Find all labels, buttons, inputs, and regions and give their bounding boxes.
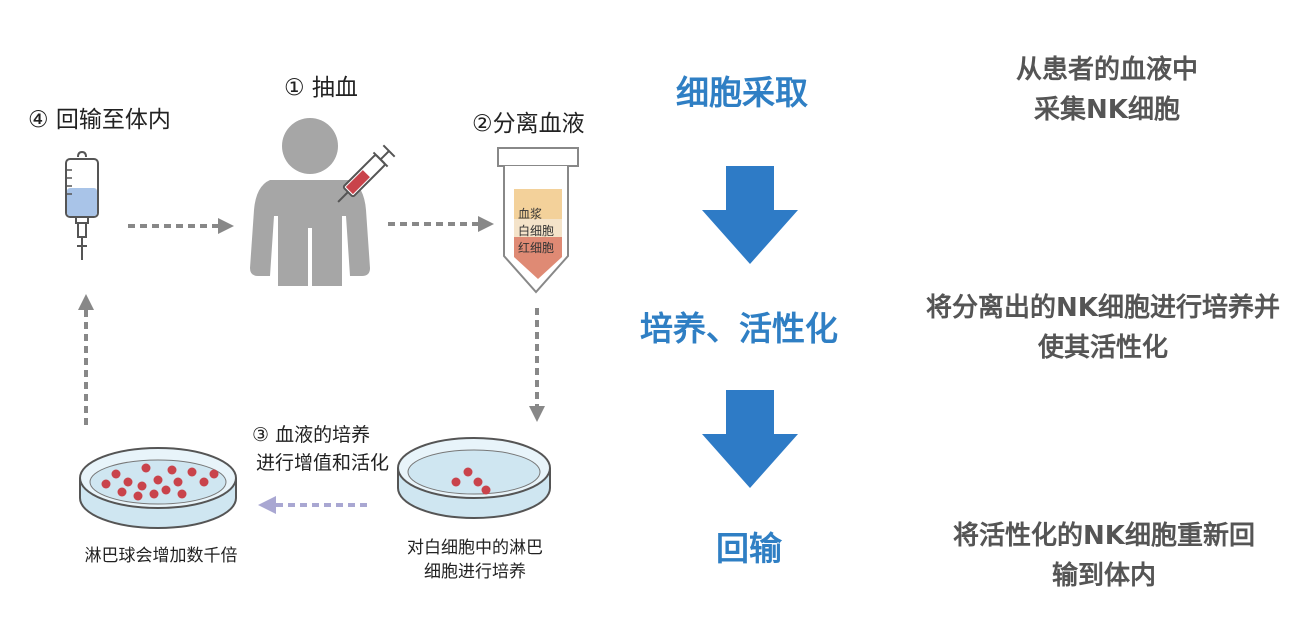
tube-layer-wbc: 白细胞 [518, 224, 555, 238]
step-draw-blood-label: ① 抽血 [284, 75, 358, 101]
dashed-arrow-to-dish [529, 308, 545, 422]
stage-desc-reinfusion-line-1: 将活性化的NK细胞重新回 [953, 521, 1255, 551]
stage-desc-culture-line-1: 将分离出的NK细胞进行培养并 [926, 293, 1280, 323]
tube-shape [497, 147, 579, 294]
petri-dish-left [79, 447, 237, 529]
down-arrow-2 [702, 390, 798, 488]
stage-desc-culture: 将分离出的NK细胞进行培养并 使其活性化 [896, 288, 1310, 368]
step-reinfuse-label: ④ 回输至体内 [28, 107, 171, 133]
down-arrow-1 [702, 166, 798, 264]
syringe-icon [337, 144, 396, 203]
step-separate-blood-label: ②分离血液 [472, 111, 585, 137]
step-culture-label-2: 进行增值和活化 [256, 452, 390, 474]
dashed-arrow-to-person [128, 218, 234, 234]
stage-desc-collection-line-1: 从患者的血液中 [1015, 55, 1198, 85]
left-dish-caption: 淋巴球会增加数千倍 [84, 546, 238, 566]
right-dish-caption-1: 对白细胞中的淋巴 [407, 538, 543, 558]
step-culture-label-1: ③ 血液的培养 [252, 424, 371, 446]
iv-drip-bag-icon [65, 151, 99, 260]
petri-dish-right [397, 437, 551, 519]
stage-desc-culture-line-2: 使其活性化 [1037, 333, 1168, 363]
stage-desc-collection: 从患者的血液中 采集NK细胞 [962, 50, 1252, 130]
stage-desc-collection-line-2: 采集NK细胞 [1034, 95, 1180, 125]
dashed-arrow-to-tube [388, 216, 494, 232]
stage-desc-reinfusion: 将活性化的NK细胞重新回 输到体内 [922, 516, 1286, 596]
person-icon [250, 118, 396, 286]
centrifuge-tube: 血浆 白细胞 红细胞 [496, 146, 580, 296]
tube-layer-plasma: 血浆 [518, 207, 543, 221]
tube-layer-rbc: 红细胞 [518, 241, 555, 255]
stage-title-reinfusion: 回输 [716, 529, 782, 568]
stage-title-culture: 培养、活性化 [640, 309, 838, 348]
dashed-arrow-to-iv [78, 294, 94, 426]
stage-desc-reinfusion-line-2: 输到体内 [1051, 561, 1156, 591]
dashed-arrow-to-left-dish [258, 496, 370, 514]
stage-title-collection: 细胞采取 [676, 73, 808, 112]
right-dish-caption-2: 细胞进行培养 [424, 562, 526, 582]
